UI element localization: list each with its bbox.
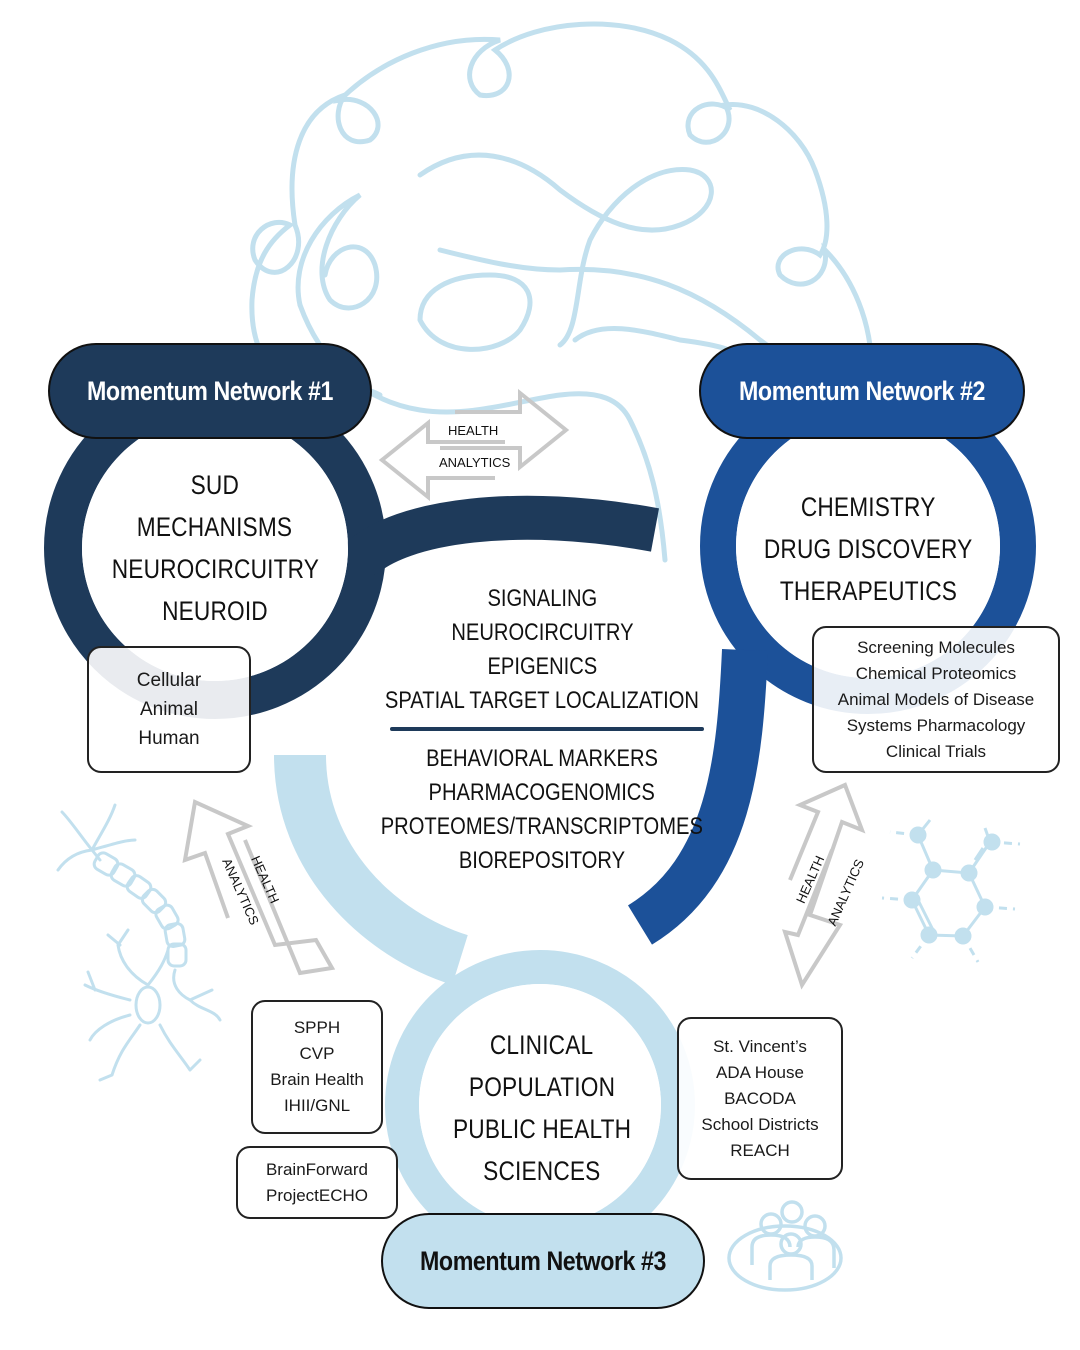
- focus-item: CLINICAL: [490, 1030, 594, 1060]
- network3-community-box: St. Vincent’s ADA House BACODA School Di…: [677, 1017, 843, 1180]
- detail-item: CVP: [299, 1044, 335, 1063]
- focus-item: CHEMISTRY: [800, 492, 936, 522]
- network3-title-pill: Momentum Network #3: [381, 1213, 705, 1309]
- detail-item: Human: [138, 728, 200, 749]
- double-arrow-icon: [782, 782, 866, 990]
- center-lower-list: BEHAVIORAL MARKERS PHARMACOGENOMICS PROT…: [342, 742, 742, 878]
- focus-item: NEUROID: [162, 596, 268, 626]
- network3-programs-box: BrainForward ProjectECHO: [236, 1146, 398, 1219]
- network3-title: Momentum Network #3: [419, 1245, 667, 1276]
- focus-item: PUBLIC HEALTH: [452, 1114, 632, 1144]
- center-item: NEUROCIRCUITRY: [450, 619, 634, 646]
- focus-item: POPULATION: [468, 1072, 616, 1102]
- center-item: SIGNALING: [487, 585, 597, 612]
- focus-item: MECHANISMS: [137, 512, 293, 542]
- network2-title: Momentum Network #2: [738, 375, 986, 406]
- detail-item: Clinical Trials: [885, 741, 987, 761]
- detail-item: IHII/GNL: [283, 1096, 351, 1115]
- center-item: EPIGENICS: [487, 653, 597, 680]
- network1-title-pill: Momentum Network #1: [48, 343, 372, 439]
- detail-item: BrainForward: [265, 1159, 369, 1179]
- detail-item: REACH: [730, 1140, 790, 1160]
- detail-item: Cellular: [136, 670, 202, 691]
- focus-item: DRUG DISCOVERY: [763, 534, 973, 564]
- detail-item: Screening Molecules: [857, 637, 1015, 657]
- double-arrow-icon: [182, 799, 336, 976]
- network3-focus: CLINICAL POPULATION PUBLIC HEALTH SCIENC…: [412, 1024, 672, 1192]
- arrow-label-analytics: ANALYTICS: [439, 455, 511, 470]
- center-upper-list: SIGNALING NEUROCIRCUITRY EPIGENICS SPATI…: [342, 582, 742, 718]
- center-item: PROTEOMES/TRANSCRIPTOMES: [380, 813, 704, 840]
- focus-item: THERAPEUTICS: [779, 576, 957, 606]
- detail-item: Animal Models of Disease: [837, 689, 1035, 709]
- molecule-icon: [881, 819, 1021, 963]
- neuron-icon: [56, 803, 222, 1082]
- network1-focus: SUD MECHANISMS NEUROCIRCUITRY NEUROID: [85, 464, 345, 632]
- detail-item: Systems Pharmacology: [846, 715, 1026, 735]
- network2-focus: CHEMISTRY DRUG DISCOVERY THERAPEUTICS: [738, 486, 998, 612]
- arrow-label-health: HEALTH: [448, 423, 499, 438]
- network3-partners-box: SPPH CVP Brain Health IHII/GNL: [251, 1000, 383, 1134]
- center-item: SPATIAL TARGET LOCALIZATION: [384, 687, 700, 714]
- center-item: BEHAVIORAL MARKERS: [426, 745, 658, 772]
- network2-details-box: Screening Molecules Chemical Proteomics …: [812, 626, 1060, 773]
- double-arrow-icon: [378, 388, 570, 502]
- detail-item: Animal: [139, 699, 199, 720]
- focus-item: NEUROCIRCUITRY: [111, 554, 319, 584]
- detail-item: St. Vincent’s: [713, 1036, 807, 1056]
- focus-item: SUD: [190, 470, 240, 500]
- people-group-icon: [727, 1200, 843, 1292]
- network1-title: Momentum Network #1: [86, 375, 334, 406]
- detail-item: SPPH: [293, 1018, 341, 1037]
- detail-item: School Districts: [701, 1114, 819, 1134]
- detail-item: Brain Health: [270, 1070, 364, 1089]
- network2-title-pill: Momentum Network #2: [699, 343, 1025, 439]
- center-item: BIOREPOSITORY: [458, 847, 626, 874]
- detail-item: ADA House: [716, 1062, 804, 1082]
- detail-item: ProjectECHO: [265, 1185, 369, 1205]
- detail-item: Chemical Proteomics: [855, 663, 1017, 683]
- network1-details-box: Cellular Animal Human: [87, 646, 251, 773]
- focus-item: SCIENCES: [483, 1156, 601, 1186]
- center-item: PHARMACOGENOMICS: [428, 779, 656, 806]
- detail-item: BACODA: [724, 1088, 796, 1108]
